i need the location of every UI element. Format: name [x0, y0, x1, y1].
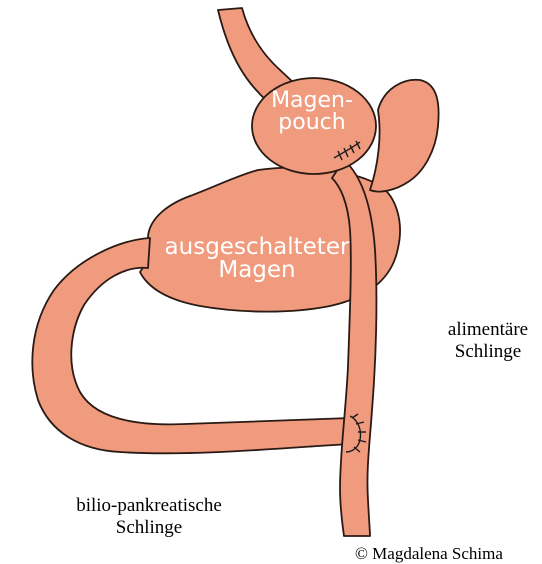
excluded-stomach-label: ausgeschalteter Magen — [150, 236, 364, 283]
copyright-notice: © Magdalena Schima — [355, 544, 503, 564]
alimentary-limb-label: alimentäre Schlinge — [424, 319, 542, 364]
pouch-label: Magen- pouch — [252, 90, 372, 135]
excluded-stomach-fundus — [370, 80, 439, 192]
biliopancreatic-limb-label: bilio-pankreatische Schlinge — [40, 495, 258, 540]
